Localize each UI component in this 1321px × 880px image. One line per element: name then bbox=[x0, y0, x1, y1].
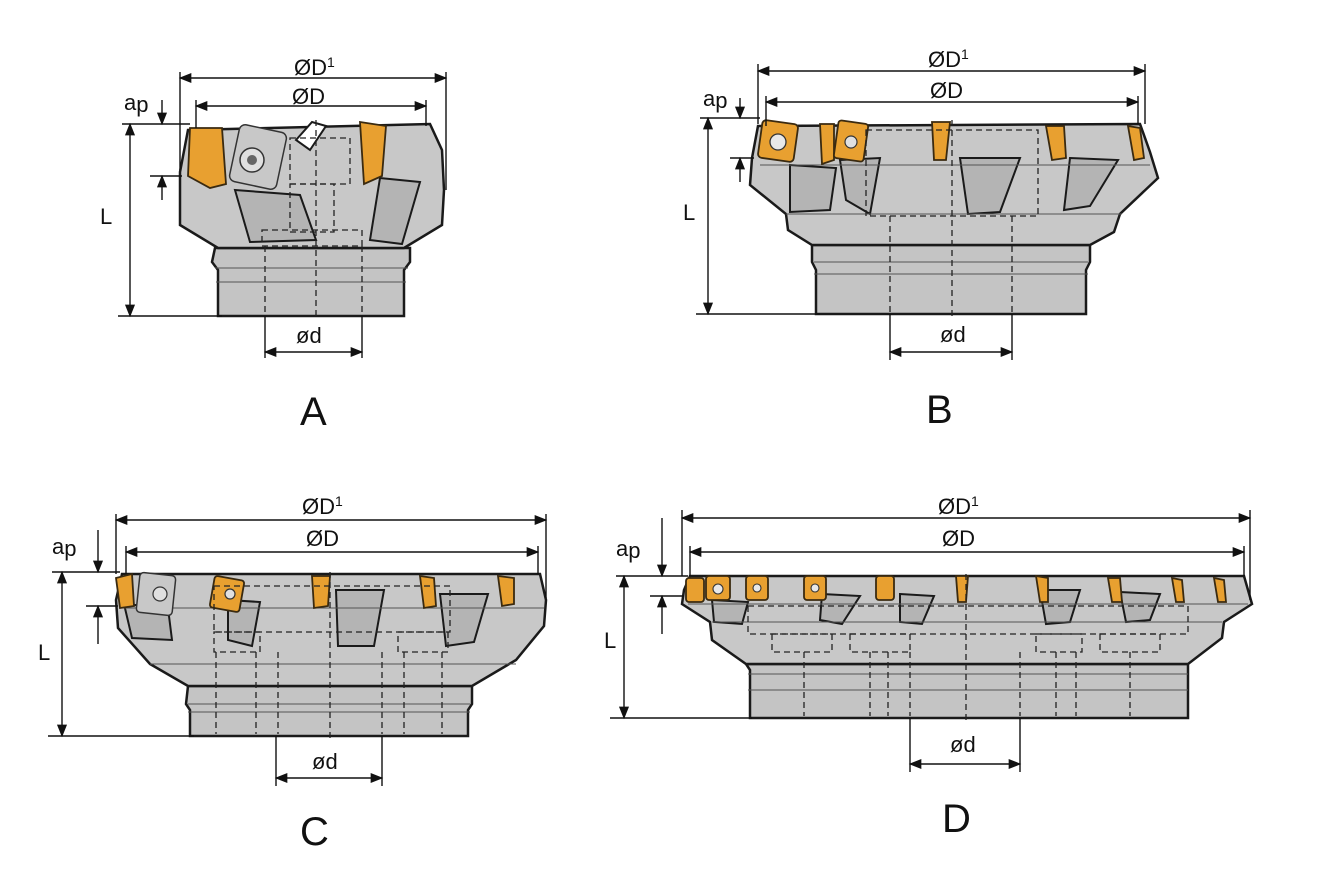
view-b: ØD1 ØD ap L ød B bbox=[683, 46, 1160, 432]
view-b-insert-2 bbox=[819, 123, 835, 166]
view-a-ap-label: ap bbox=[124, 90, 149, 117]
view-d-insert-6 bbox=[955, 575, 969, 603]
view-d-insert-5 bbox=[875, 575, 895, 601]
view-c-d-bore-label: ød bbox=[312, 749, 338, 774]
view-d-ap-label: ap bbox=[616, 536, 641, 563]
view-b-insert-6 bbox=[1126, 124, 1146, 162]
view-c-shank bbox=[184, 684, 474, 738]
view-a-insert-2 bbox=[359, 120, 387, 186]
view-d-d1-label: ØD1 bbox=[938, 493, 979, 519]
view-a: ØD1 ØD ap L ød A bbox=[100, 54, 448, 434]
view-c: ØD1 ØD ap L ød C bbox=[38, 493, 548, 854]
view-c-caption: C bbox=[300, 810, 329, 854]
view-a-insert-1 bbox=[187, 127, 227, 189]
view-d-insert-8 bbox=[1106, 577, 1123, 603]
view-d-d-label: ØD bbox=[942, 526, 975, 551]
view-a-caption: A bbox=[300, 390, 327, 434]
view-c-d-label: ØD bbox=[306, 526, 339, 551]
view-b-ap-label: ap bbox=[703, 86, 728, 113]
view-d-d-bore-label: ød bbox=[950, 732, 976, 757]
view-c-insert-4 bbox=[418, 574, 437, 610]
view-b-d-bore-label: ød bbox=[940, 322, 966, 347]
view-a-l-label: L bbox=[100, 204, 112, 229]
view-b-d1-label: ØD1 bbox=[928, 46, 969, 72]
view-d: ØD1 ØD ap L ød D bbox=[604, 493, 1254, 841]
view-b-l-label: L bbox=[683, 200, 695, 225]
view-a-d-label: ØD bbox=[292, 84, 325, 109]
view-d-l-label: L bbox=[604, 628, 616, 653]
view-c-insert-1 bbox=[115, 572, 135, 610]
view-c-insert-3 bbox=[311, 575, 331, 610]
view-b-insert-5 bbox=[1044, 125, 1067, 162]
view-d-shank bbox=[743, 662, 1190, 720]
view-c-ap-label: ap bbox=[52, 534, 77, 561]
view-b-shank bbox=[810, 243, 1092, 316]
view-d-insert-7 bbox=[1034, 574, 1049, 603]
view-c-l-label: L bbox=[38, 640, 50, 665]
view-d-insert-9 bbox=[1170, 576, 1185, 603]
view-b-d-label: ØD bbox=[930, 78, 963, 103]
view-a-d-bore-label: ød bbox=[296, 323, 322, 348]
view-d-caption: D bbox=[942, 797, 971, 841]
view-b-caption: B bbox=[926, 388, 953, 432]
view-d-insert-1 bbox=[685, 577, 705, 603]
view-c-body bbox=[114, 572, 548, 688]
view-a-d1-label: ØD1 bbox=[294, 54, 335, 80]
view-d-insert-10 bbox=[1212, 576, 1227, 603]
view-c-insert-5 bbox=[496, 574, 515, 608]
view-b-insert-4 bbox=[931, 121, 951, 161]
view-c-d1-label: ØD1 bbox=[302, 493, 343, 519]
